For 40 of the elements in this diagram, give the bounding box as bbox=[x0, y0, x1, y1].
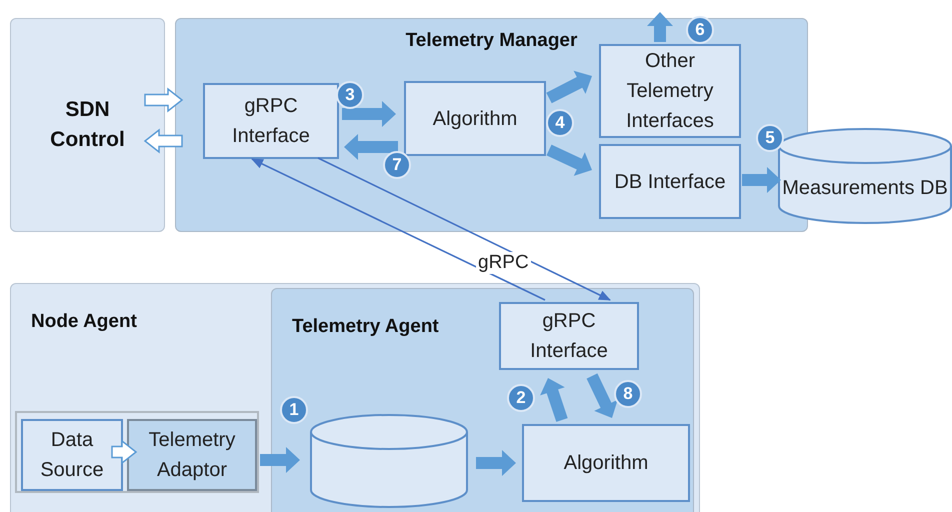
agent-panel bbox=[271, 288, 694, 512]
block-arrow bbox=[647, 12, 673, 42]
agent-panel bbox=[10, 283, 700, 512]
block-arrow bbox=[546, 70, 592, 104]
panel-title: SDN Control bbox=[49, 97, 126, 153]
box-label: Data Source bbox=[39, 428, 105, 483]
block-arrow bbox=[344, 134, 398, 160]
side-panel bbox=[10, 18, 165, 232]
block-arrow bbox=[260, 447, 300, 473]
box-label: Algorithm bbox=[564, 451, 648, 476]
panel-title: Telemetry Agent bbox=[292, 316, 439, 337]
process-box bbox=[599, 44, 741, 138]
process-box bbox=[522, 424, 690, 502]
hollow-arrow bbox=[144, 128, 183, 154]
box-label: Other Telemetry Interfaces bbox=[625, 49, 715, 134]
panel-title: Telemetry Manager bbox=[406, 30, 578, 51]
box-label: Measurements DB bbox=[782, 176, 948, 201]
block-arrow bbox=[586, 373, 618, 418]
block-arrow bbox=[476, 450, 516, 476]
process-box bbox=[404, 81, 546, 156]
arrow bbox=[318, 157, 611, 301]
panel-title: Node Agent bbox=[31, 311, 137, 332]
edge-label: gRPC bbox=[476, 252, 531, 274]
box-label: gRPC Interface bbox=[529, 309, 609, 364]
process-box bbox=[599, 144, 741, 219]
hollow-arrow bbox=[111, 439, 138, 465]
box-label: DB Interface bbox=[614, 170, 726, 194]
block-arrow bbox=[546, 144, 592, 176]
box-label: Telemetry Adaptor bbox=[148, 428, 236, 483]
process-box bbox=[499, 302, 639, 370]
box-label: Algorithm bbox=[432, 106, 518, 132]
process-box bbox=[21, 419, 123, 491]
hollow-arrow bbox=[144, 87, 184, 113]
group-box bbox=[15, 411, 259, 493]
block-arrow bbox=[742, 167, 781, 193]
box-label: gRPC Interface bbox=[231, 94, 311, 149]
block-arrow bbox=[540, 378, 568, 422]
process-box bbox=[203, 83, 339, 159]
process-box bbox=[127, 419, 257, 491]
block-arrow bbox=[342, 101, 396, 127]
